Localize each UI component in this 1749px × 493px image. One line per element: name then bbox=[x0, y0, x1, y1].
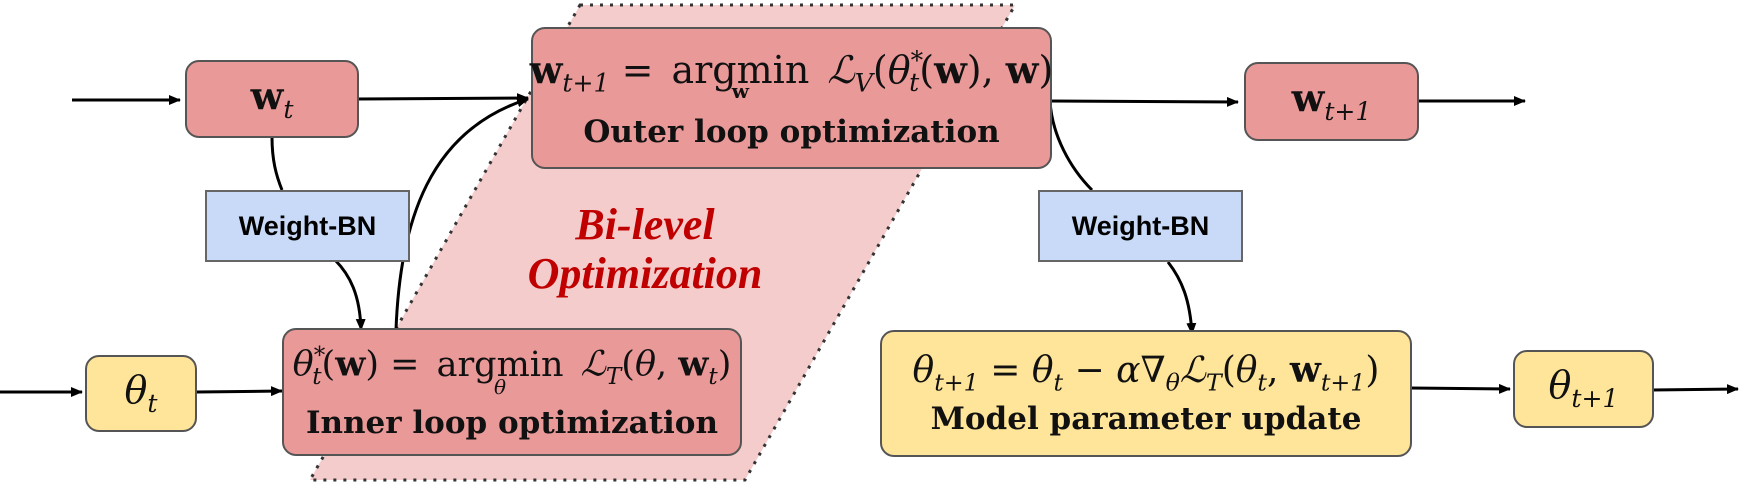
update-equation: θt+1 = θt − α∇θℒT(θt, wt+1) bbox=[912, 349, 1380, 397]
connector-outer-to-weightbn bbox=[1048, 100, 1094, 192]
inner-theta-sup: * bbox=[313, 342, 326, 369]
inner-argmin-under: θ bbox=[494, 374, 507, 399]
outer-loop-caption: Outer loop optimization bbox=[583, 114, 1000, 151]
wt1-node: wt+1 bbox=[1244, 62, 1419, 141]
theta-t-node: θt bbox=[85, 355, 197, 432]
arrow-out-of-theta-t1 bbox=[1651, 384, 1739, 395]
theta-t1-sub: t+1 bbox=[1571, 384, 1619, 414]
arrow-wt-to-outer bbox=[356, 93, 529, 104]
arrow-outer-to-wt1 bbox=[1049, 96, 1239, 107]
theta-t1-base: θ bbox=[1548, 363, 1572, 408]
outer-argmin: argmin bbox=[671, 47, 810, 92]
weight-bn-left-label: Weight-BN bbox=[238, 210, 377, 241]
arrow-update-to-theta-t1 bbox=[1409, 383, 1511, 394]
outer-lhs: w bbox=[529, 46, 563, 92]
weight-bn-right-label: Weight-BN bbox=[1071, 210, 1210, 241]
wt-base: w bbox=[250, 72, 284, 118]
outer-lhs-sub: t+1 bbox=[562, 68, 610, 98]
outer-argmin-under: w bbox=[731, 78, 749, 103]
arrow-inner-to-outer bbox=[394, 97, 529, 331]
inner-loss-sub: T bbox=[605, 363, 622, 390]
wt1-base: w bbox=[1291, 75, 1325, 121]
bilevel-optimization-label: Bi-level Optimization bbox=[505, 200, 785, 299]
wt-node: wt bbox=[185, 60, 359, 138]
theta-t-base: θ bbox=[124, 367, 148, 412]
weight-bn-right: Weight-BN bbox=[1038, 190, 1243, 262]
weight-bn-left: Weight-BN bbox=[205, 190, 410, 262]
outer-theta-sub: t bbox=[909, 68, 920, 98]
outer-theta-sup: * bbox=[910, 45, 924, 75]
bilevel-label-line1: Bi-level bbox=[575, 200, 715, 249]
arrow-weightbn-to-update bbox=[1166, 261, 1197, 335]
wt1-sub: t+1 bbox=[1324, 97, 1372, 127]
theta-t-sub: t bbox=[147, 388, 158, 418]
connector-wt-to-weightbn bbox=[270, 136, 284, 191]
arrow-theta-t-to-inner bbox=[196, 386, 283, 397]
wt-sub: t bbox=[283, 94, 294, 124]
outer-loss-sub: V bbox=[854, 68, 873, 98]
update-caption: Model parameter update bbox=[930, 400, 1362, 437]
bilevel-label-line2: Optimization bbox=[527, 249, 763, 299]
arrow-weightbn-to-inner bbox=[333, 258, 366, 331]
inner-theta-sub: t bbox=[312, 363, 322, 390]
update-box: θt+1 = θt − α∇θℒT(θt, wt+1) Model parame… bbox=[880, 330, 1412, 457]
inner-loop-caption: Inner loop optimization bbox=[305, 405, 719, 442]
theta-t1-node: θt+1 bbox=[1513, 350, 1654, 428]
inner-argmin: argmin bbox=[436, 344, 564, 385]
